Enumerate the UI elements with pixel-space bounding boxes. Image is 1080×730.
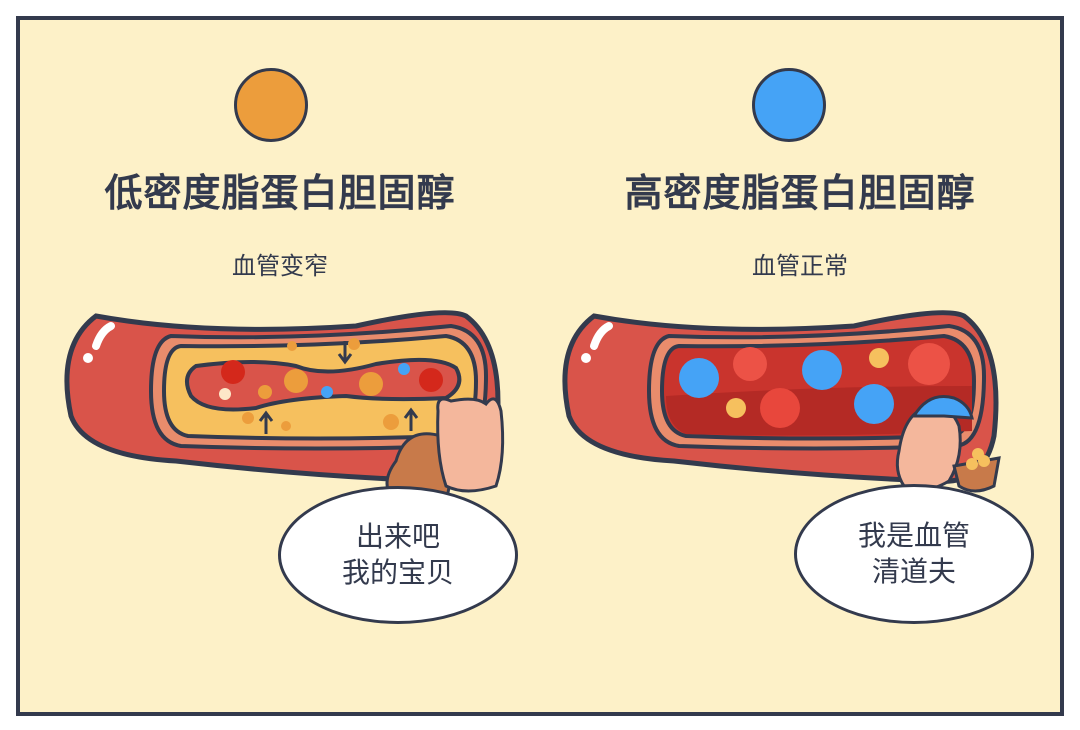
ldl-bubble-line1: 出来吧 bbox=[355, 520, 440, 553]
normal-vessel-illustration bbox=[562, 310, 1001, 493]
illustration-frame: 低密度脂蛋白胆固醇 血管变窄 bbox=[16, 16, 1064, 716]
ldl-title: 低密度脂蛋白胆固醇 bbox=[104, 171, 456, 215]
hdl-title: 高密度脂蛋白胆固醇 bbox=[624, 171, 976, 215]
ldl-speech-bubble: 出来吧 我的宝贝 bbox=[278, 486, 518, 624]
hdl-color-dot bbox=[752, 68, 826, 142]
hdl-panel: 高密度脂蛋白胆固醇 血管正常 我是血管 清道夫 bbox=[540, 20, 1060, 712]
ldl-panel: 低密度脂蛋白胆固醇 血管变窄 bbox=[20, 20, 540, 712]
hdl-bubble-line1: 我是血管 bbox=[857, 519, 970, 552]
ldl-bubble-line2: 我的宝贝 bbox=[341, 556, 454, 589]
hdl-subtitle: 血管正常 bbox=[752, 252, 848, 280]
ldl-color-dot bbox=[234, 68, 308, 142]
hdl-bubble-line2: 清道夫 bbox=[871, 555, 956, 588]
ldl-subtitle: 血管变窄 bbox=[232, 252, 328, 280]
narrowed-vessel-illustration bbox=[64, 310, 505, 505]
hdl-speech-bubble: 我是血管 清道夫 bbox=[794, 484, 1034, 624]
